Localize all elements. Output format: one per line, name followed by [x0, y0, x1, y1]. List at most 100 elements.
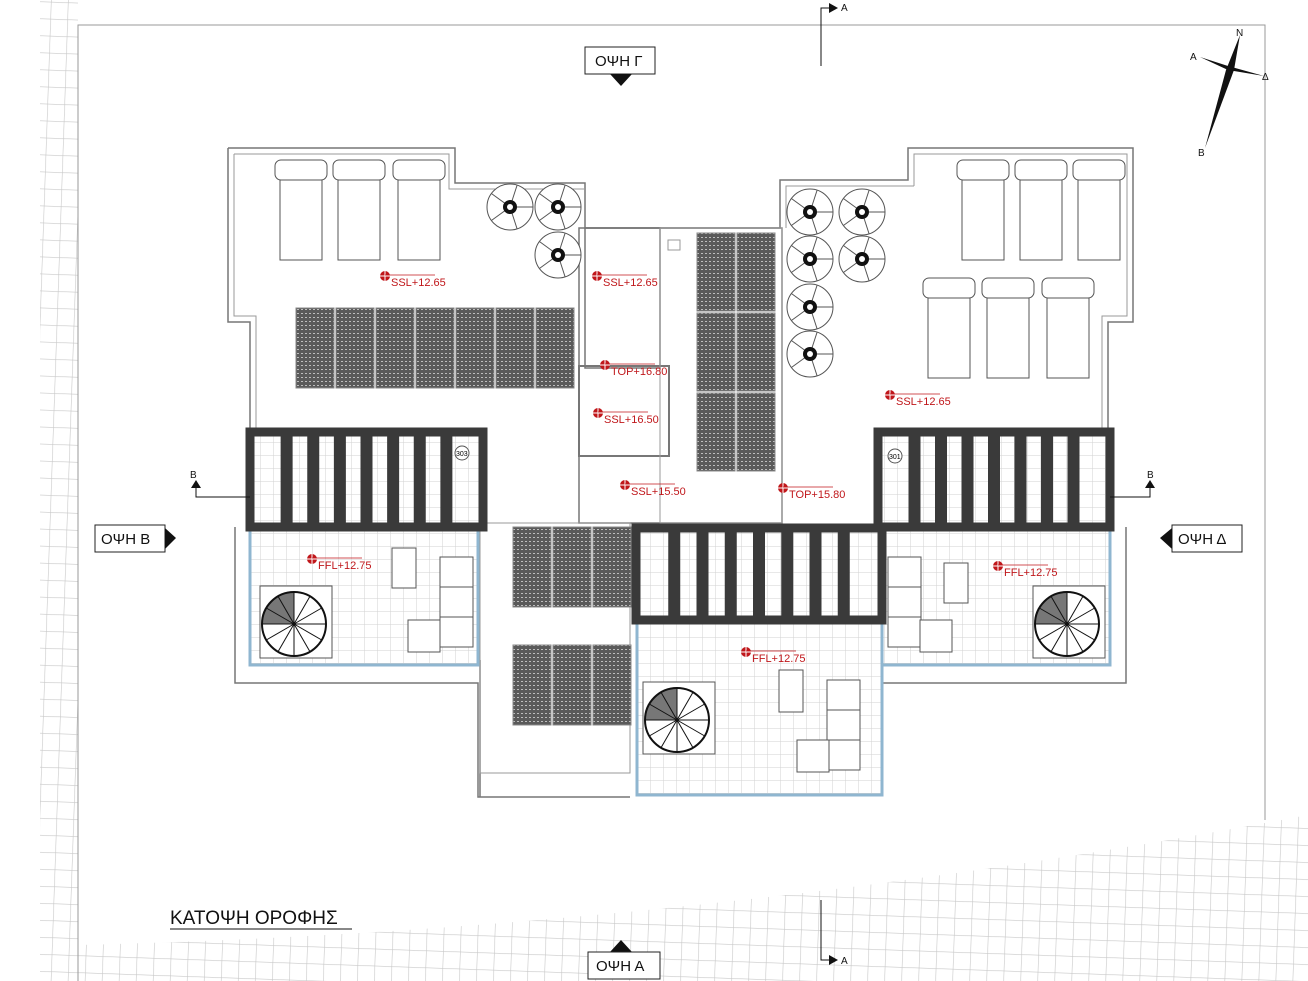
svg-text:A: A	[841, 956, 848, 967]
svg-text:A: A	[1190, 52, 1197, 63]
solar-panel	[592, 526, 632, 608]
umbrella-icon	[786, 235, 834, 283]
north-arrow-icon: N A Δ B	[1190, 28, 1269, 159]
sofa-seat-icon	[887, 556, 922, 588]
stair-core	[584, 227, 661, 369]
level-marker: FFL+12.75	[307, 554, 372, 572]
spiral-stair-icon	[642, 681, 716, 755]
table-icon	[943, 562, 969, 604]
view-tag-right[interactable]: ΟΨΗ Δ	[1160, 524, 1243, 553]
solar-panel	[455, 307, 495, 389]
sunbed-icon	[1041, 277, 1095, 379]
level-marker: TOP+15.80	[778, 483, 845, 501]
site-boundary	[77, 24, 1266, 981]
section-mark-a-bottom: A	[820, 900, 848, 967]
spiral-stair-icon	[259, 585, 333, 659]
svg-text:SSL+12.65: SSL+12.65	[391, 277, 446, 289]
level-marker: SSL+12.65	[380, 271, 446, 289]
sunbed-icon	[956, 159, 1010, 261]
umbrella-icon	[838, 235, 886, 283]
sunbed-icon	[981, 277, 1035, 379]
raised-roof	[578, 365, 670, 457]
svg-text:N: N	[1236, 28, 1243, 39]
sunbed-icon	[1072, 159, 1126, 261]
level-marker: SSL+15.50	[620, 480, 686, 498]
sofa-seat-icon	[826, 739, 861, 771]
pergola-center	[631, 523, 887, 625]
solar-panel	[552, 644, 592, 726]
sofa-seat-icon	[439, 586, 474, 618]
umbrella-icon	[486, 183, 534, 231]
solar-panel	[295, 307, 335, 389]
umbrella-icon	[838, 188, 886, 236]
sofa-seat-icon	[439, 556, 474, 588]
umbrella-icon	[786, 188, 834, 236]
solar-panel	[495, 307, 535, 389]
level-marker: SSL+16.50	[593, 408, 659, 426]
armchair-icon	[919, 619, 953, 653]
svg-text:Δ: Δ	[1262, 72, 1269, 83]
svg-text:SSL+12.65: SSL+12.65	[896, 396, 951, 408]
umbrella-icon	[786, 283, 834, 331]
svg-text:B: B	[1198, 148, 1205, 159]
view-tag-bottom[interactable]: ΟΨΗ Α	[587, 940, 661, 980]
svg-text:FFL+12.75: FFL+12.75	[1004, 567, 1058, 579]
svg-text:ΟΨΗ Β: ΟΨΗ Β	[101, 531, 150, 548]
level-marker: SSL+12.65	[592, 271, 658, 289]
solar-panel	[335, 307, 375, 389]
solar-panel	[736, 312, 776, 392]
solar-panel	[415, 307, 455, 389]
umbrella-icon	[534, 183, 582, 231]
solar-panel	[696, 232, 736, 312]
sunbed-icon	[1014, 159, 1068, 261]
sofa-seat-icon	[826, 679, 861, 711]
solar-panel	[592, 644, 632, 726]
building-outline	[227, 147, 1134, 798]
svg-text:B: B	[190, 470, 197, 481]
svg-text:TOP+15.80: TOP+15.80	[789, 489, 845, 501]
view-tag-top[interactable]: ΟΨΗ Γ	[584, 46, 656, 86]
pergola-right	[873, 427, 1115, 532]
solar-panel	[375, 307, 415, 389]
svg-text:FFL+12.75: FFL+12.75	[752, 653, 806, 665]
solar-panel	[696, 312, 736, 392]
solar-panel	[535, 307, 575, 389]
svg-text:ΟΨΗ Δ: ΟΨΗ Δ	[1178, 531, 1226, 548]
room-tag: 303	[454, 445, 470, 461]
svg-text:FFL+12.75: FFL+12.75	[318, 560, 372, 572]
svg-text:SSL+15.50: SSL+15.50	[631, 486, 686, 498]
section-mark-b-right: B	[1110, 470, 1155, 498]
svg-text:ΟΨΗ Γ: ΟΨΗ Γ	[595, 53, 642, 70]
svg-text:ΟΨΗ Α: ΟΨΗ Α	[596, 958, 644, 975]
solar-panel	[512, 526, 552, 608]
spiral-stair-icon	[1032, 585, 1106, 659]
sunbed-icon	[922, 277, 976, 379]
room-tag: 301	[887, 448, 903, 464]
svg-text:SSL+16.50: SSL+16.50	[604, 414, 659, 426]
level-marker: FFL+12.75	[741, 647, 806, 665]
sofa-seat-icon	[439, 616, 474, 648]
solar-panel	[552, 526, 592, 608]
sunbed-icon	[332, 159, 386, 261]
solar-panel	[736, 392, 776, 472]
level-marker: SSL+12.65	[885, 390, 951, 408]
svg-text:TOP+16.80: TOP+16.80	[611, 366, 667, 378]
armchair-icon	[796, 739, 830, 773]
umbrella-icon	[534, 231, 582, 279]
sunbed-icon	[274, 159, 328, 261]
sunbed-icon	[392, 159, 446, 261]
section-mark-a-top: A	[820, 3, 848, 66]
section-mark-b-left: B	[190, 470, 250, 498]
svg-text:A: A	[841, 3, 848, 14]
solar-panel	[696, 392, 736, 472]
sofa-seat-icon	[826, 709, 861, 741]
table-icon	[778, 669, 804, 713]
table-icon	[391, 547, 417, 589]
view-tag-left[interactable]: ΟΨΗ Β	[94, 524, 176, 553]
solar-panel	[512, 644, 552, 726]
armchair-icon	[407, 619, 441, 653]
level-marker: FFL+12.75	[993, 561, 1058, 579]
sofa-seat-icon	[887, 586, 922, 618]
